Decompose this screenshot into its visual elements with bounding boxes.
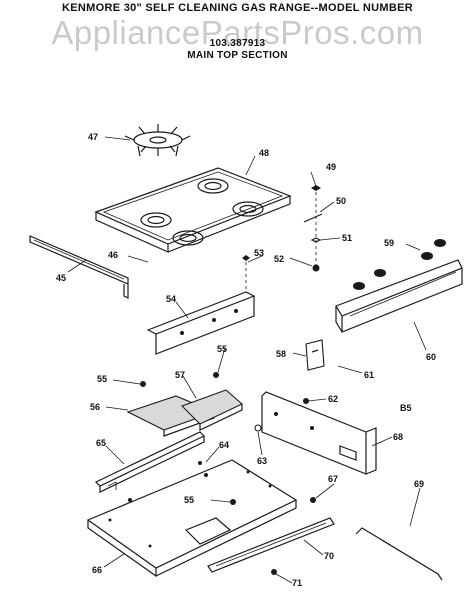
callout-56: 56 xyxy=(90,402,100,412)
leader-lines xyxy=(67,136,427,584)
callout-66: 66 xyxy=(92,565,102,575)
part-screw-67 xyxy=(310,497,316,503)
part-control-knobs xyxy=(353,239,446,290)
callout-45: 45 xyxy=(56,273,66,283)
watermark: AppliancePartsPros.com xyxy=(51,14,424,51)
part-cooktop xyxy=(94,167,292,253)
section-title: MAIN TOP SECTION xyxy=(187,50,288,61)
part-clip-58 xyxy=(305,339,325,371)
callout-70: 70 xyxy=(324,551,334,561)
callout-49: 49 xyxy=(326,162,336,172)
callout-51: 51 xyxy=(342,233,352,243)
callout-55-top: 55 xyxy=(217,344,227,354)
callout-69: 69 xyxy=(414,479,424,489)
callout-62: 62 xyxy=(328,394,338,404)
callout-67: 67 xyxy=(328,474,338,484)
section-code: B5 xyxy=(400,403,412,413)
part-front-trim-strip xyxy=(29,235,129,299)
part-fastener-stack xyxy=(303,185,323,272)
model-number: 103.387913 xyxy=(209,38,266,49)
callout-65: 65 xyxy=(96,438,106,448)
part-screw-71 xyxy=(271,569,277,575)
callout-labels: 47 48 49 50 51 52 46 45 53 54 59 60 61 5… xyxy=(56,132,436,588)
part-base-tray xyxy=(86,459,298,578)
diagram-title: KENMORE 30" SELF CLEANING GAS RANGE--MOD… xyxy=(62,2,413,14)
part-side-bar xyxy=(94,431,206,493)
part-insulation-pads xyxy=(126,389,243,437)
part-lower-trim xyxy=(207,517,335,573)
part-manifold-rail xyxy=(335,259,463,333)
part-screw-63 xyxy=(254,424,262,432)
callout-59: 59 xyxy=(384,238,394,248)
callout-48: 48 xyxy=(259,148,269,158)
callout-54: 54 xyxy=(166,294,176,304)
part-screw-55a xyxy=(140,381,146,387)
part-screw-64 xyxy=(198,461,202,465)
part-rear-panel xyxy=(261,391,377,475)
callout-50: 50 xyxy=(336,196,346,206)
callout-71: 71 xyxy=(292,578,302,588)
callout-64: 64 xyxy=(219,440,229,450)
part-screw-55c xyxy=(230,499,236,505)
callout-63: 63 xyxy=(257,456,267,466)
callout-47: 47 xyxy=(88,132,98,142)
callout-68: 68 xyxy=(393,432,403,442)
callout-53: 53 xyxy=(254,248,264,258)
part-front-bracket xyxy=(146,291,256,355)
part-screw-53 xyxy=(242,255,250,261)
callout-52: 52 xyxy=(274,254,284,264)
callout-46: 46 xyxy=(108,250,118,260)
callout-55-bottom: 55 xyxy=(184,495,194,505)
part-burner-grate xyxy=(124,124,191,157)
part-screw-62 xyxy=(303,398,309,404)
callout-58: 58 xyxy=(276,349,286,359)
callout-57: 57 xyxy=(175,370,185,380)
callout-55-left: 55 xyxy=(97,374,107,384)
part-rod-69 xyxy=(355,527,443,581)
callout-60: 60 xyxy=(426,352,436,362)
part-screw-55b xyxy=(213,372,219,378)
callout-61: 61 xyxy=(364,370,374,380)
